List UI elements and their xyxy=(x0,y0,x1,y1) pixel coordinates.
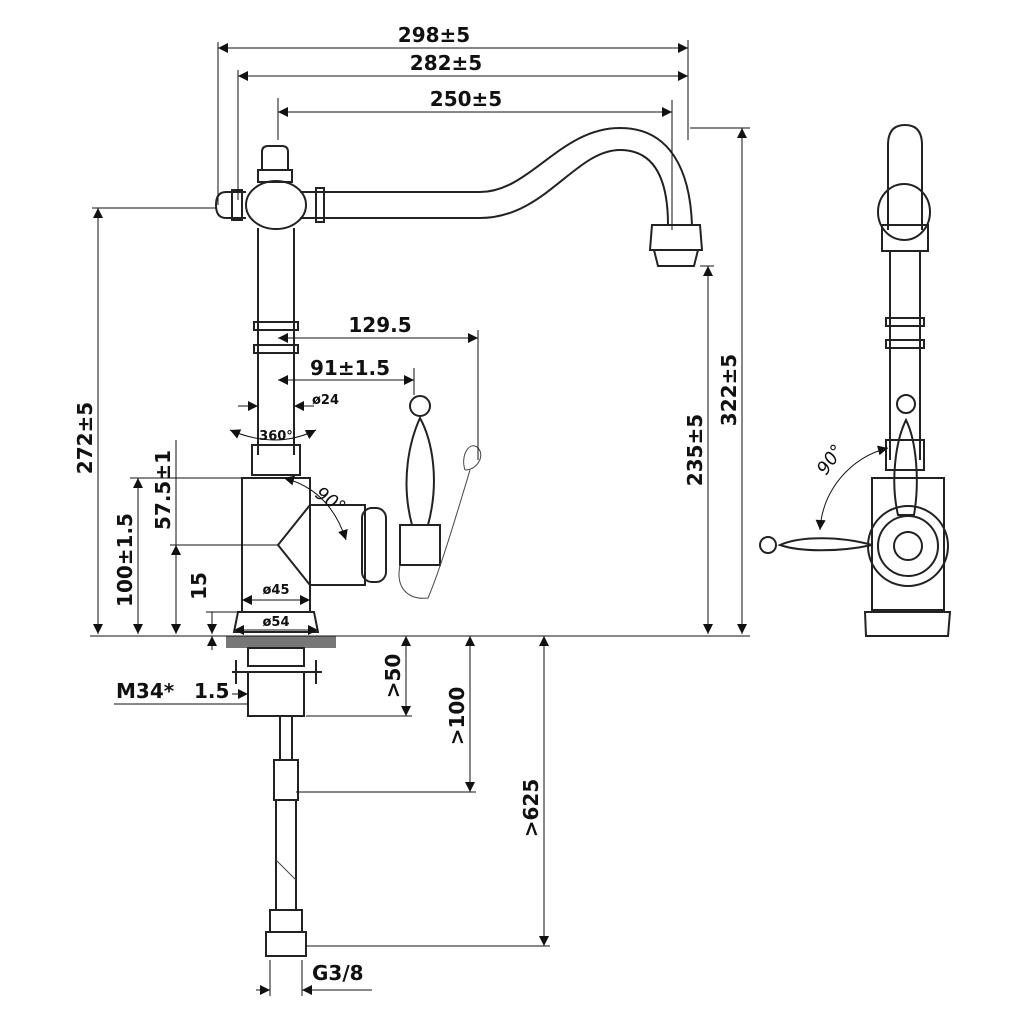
dimension-lines xyxy=(90,40,750,996)
label-thread-pitch: 1.5 xyxy=(194,679,229,703)
label-body-diameter: ø45 xyxy=(262,583,289,598)
faucet-side-view xyxy=(759,123,952,637)
label-handle-rotation-front: 90° xyxy=(311,483,349,519)
lever-handle xyxy=(399,524,441,566)
left-cap xyxy=(214,191,246,219)
dimension-labels: 298±5 282±5 250±5 322±5 235±5 272±5 129.… xyxy=(73,23,848,985)
faucet-front-view xyxy=(214,126,704,957)
lever-grip xyxy=(405,415,435,526)
label-pivot-height: 272±5 xyxy=(73,402,97,474)
label-column-diameter: ø24 xyxy=(312,393,339,408)
label-body-height: 100±1.5 xyxy=(113,513,137,607)
aerator xyxy=(648,224,704,267)
label-base-diameter: ø54 xyxy=(262,615,289,630)
label-min-counter-depth: >50 xyxy=(381,654,405,699)
label-base-height: 15 xyxy=(187,572,211,600)
label-overall-width: 298±5 xyxy=(398,23,470,47)
spout-ring xyxy=(315,187,325,223)
label-handle-base-offset: 91±1.5 xyxy=(310,356,390,380)
label-hose-length: >625 xyxy=(519,779,543,838)
label-min-clearance: >100 xyxy=(445,687,469,746)
label-thread: M34* xyxy=(116,679,175,703)
label-overall-height: 322±5 xyxy=(717,354,741,426)
label-handle-height: 57.5±1 xyxy=(151,450,175,530)
label-spout-width: 282±5 xyxy=(410,51,482,75)
handle-arm xyxy=(276,504,366,586)
label-spout-outlet-height: 235±5 xyxy=(683,414,707,486)
label-handle-center-offset: 129.5 xyxy=(348,313,411,337)
pivot-head xyxy=(245,180,307,230)
label-spout-reach: 250±5 xyxy=(430,87,502,111)
top-knob xyxy=(261,145,289,171)
label-rotation: 360° xyxy=(259,429,293,444)
supply-hose xyxy=(279,716,293,760)
spout xyxy=(300,126,694,226)
label-handle-rotation-side: 90° xyxy=(813,441,849,479)
label-hose-connection: G3/8 xyxy=(312,961,364,985)
column xyxy=(257,228,295,455)
counter-plate xyxy=(226,636,336,648)
lever-handle-rotated xyxy=(398,469,471,599)
